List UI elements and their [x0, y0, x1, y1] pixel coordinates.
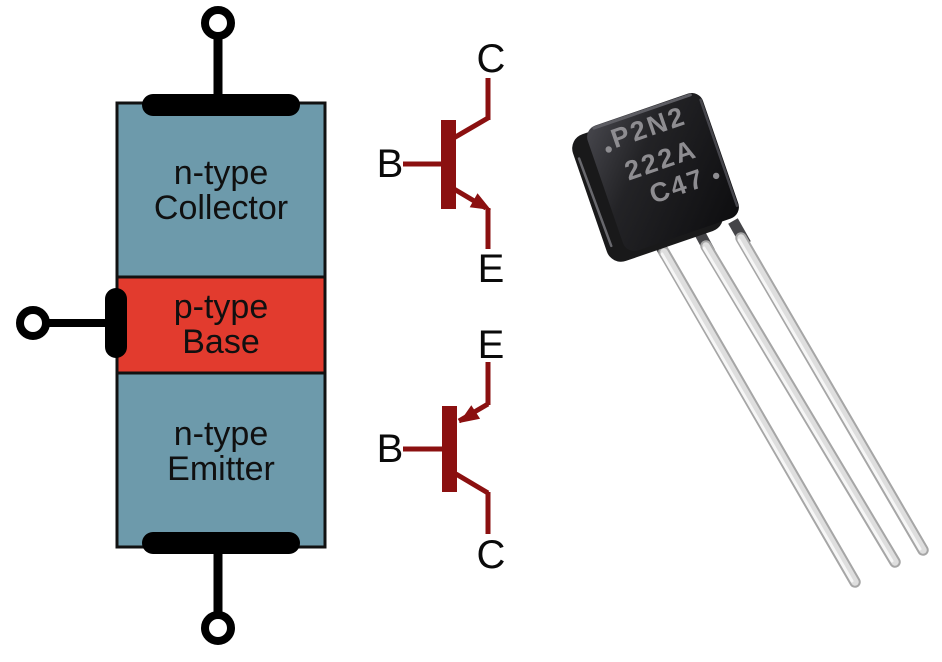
lead-3 — [735, 232, 929, 556]
pnp-base-bar — [442, 406, 457, 492]
npn-base-label: B — [377, 142, 404, 186]
npn-emitter-label: E — [478, 247, 505, 291]
package-top-highlight — [592, 93, 692, 130]
npn-collector-wire-diagonal — [450, 115, 490, 142]
base-region — [115, 275, 327, 375]
pnp-symbol: E B C — [377, 323, 506, 577]
collector-label-line2: Collector — [154, 189, 288, 227]
leads — [658, 232, 929, 588]
base-contact-bar — [105, 288, 127, 358]
emitter-contact-bar — [142, 532, 300, 554]
pnp-collector-wire-diagonal — [454, 471, 490, 496]
emitter-terminal-circle — [201, 611, 235, 645]
pnp-base-label: B — [377, 427, 404, 471]
collector-terminal-circle — [201, 6, 235, 40]
pnp-collector-label: C — [477, 533, 506, 577]
pnp-emitter-arrow — [459, 405, 481, 423]
npn-collector-label: C — [477, 37, 506, 81]
lead-1 — [658, 246, 861, 588]
emitter-label-line1: n-type — [174, 415, 269, 453]
transistor-photo: P2N2 222A C47 — [572, 92, 929, 588]
package-front-face — [587, 92, 739, 252]
package-right-highlight — [699, 98, 739, 207]
lead-2 — [700, 240, 901, 568]
emitter-label-line2: Emitter — [167, 450, 275, 488]
package: P2N2 222A C47 — [572, 92, 739, 262]
npn-emitter-arrow — [469, 193, 491, 210]
structure-diagram: n-type Collector p-type Base n-type Emit… — [16, 6, 327, 645]
collector-contact-bar — [142, 94, 300, 116]
emitter-region — [115, 371, 327, 549]
base-label-line1: p-type — [174, 288, 269, 326]
collector-label-line1: n-type — [174, 154, 269, 192]
base-terminal-circle — [16, 306, 50, 340]
base-label-line2: Base — [182, 323, 260, 361]
npn-symbol: C B E — [377, 37, 506, 291]
pnp-emitter-label: E — [478, 323, 505, 367]
marking-dot-right — [712, 172, 720, 180]
npn-base-bar — [441, 120, 456, 209]
collector-region — [115, 101, 327, 279]
marking-dot-left — [605, 146, 612, 153]
package-side-highlight — [577, 157, 613, 248]
